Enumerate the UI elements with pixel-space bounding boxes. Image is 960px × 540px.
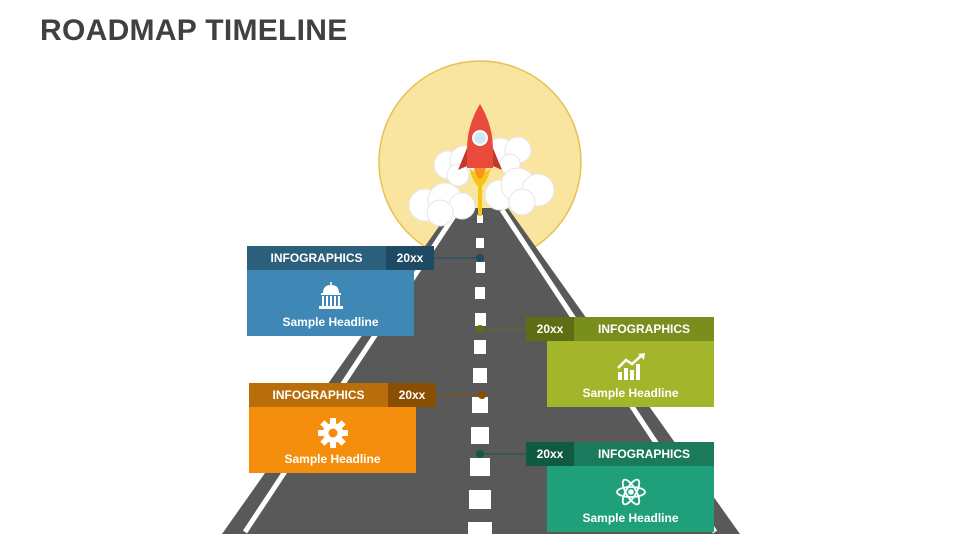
card-headline: Sample Headline: [582, 511, 679, 525]
gear-icon: [317, 418, 348, 448]
card-header: 20xx INFOGRAPHICS: [526, 442, 714, 466]
card-header: 20xx INFOGRAPHICS: [526, 317, 714, 341]
card-headline: Sample Headline: [284, 452, 381, 466]
card-header: INFOGRAPHICS 20xx: [247, 246, 434, 270]
card-body: Sample Headline: [249, 407, 416, 473]
card-header: INFOGRAPHICS 20xx: [249, 383, 436, 407]
card-year: 20xx: [388, 383, 436, 407]
card-label: INFOGRAPHICS: [597, 447, 690, 461]
connectors: [434, 254, 526, 458]
growth-chart-icon: [616, 353, 645, 380]
card-body: Sample Headline: [547, 466, 714, 532]
center-line: [468, 215, 492, 534]
card-year: 20xx: [386, 246, 434, 270]
atom-icon: [615, 478, 646, 506]
milestone-card: 20xx INFOGRAPHICS Sample Headline: [526, 442, 714, 532]
card-headline: Sample Headline: [582, 386, 679, 400]
milestone-card: 20xx INFOGRAPHICS Sample Headline: [526, 317, 714, 407]
card-year: 20xx: [526, 442, 574, 466]
card-body: Sample Headline: [247, 270, 414, 336]
card-label: INFOGRAPHICS: [272, 388, 365, 402]
card-body: Sample Headline: [547, 341, 714, 407]
milestone-card: INFOGRAPHICS 20xx Sample Headline: [249, 383, 436, 473]
card-label: INFOGRAPHICS: [597, 322, 690, 336]
capitol-building-icon: [318, 282, 343, 309]
card-headline: Sample Headline: [282, 315, 379, 329]
milestone-card: INFOGRAPHICS 20xx Sample Headline: [247, 246, 434, 336]
card-label: INFOGRAPHICS: [270, 251, 363, 265]
page-title: ROADMAP TIMELINE: [40, 14, 348, 47]
rocket: [458, 104, 502, 170]
clouds: [408, 136, 555, 227]
card-year: 20xx: [526, 317, 574, 341]
